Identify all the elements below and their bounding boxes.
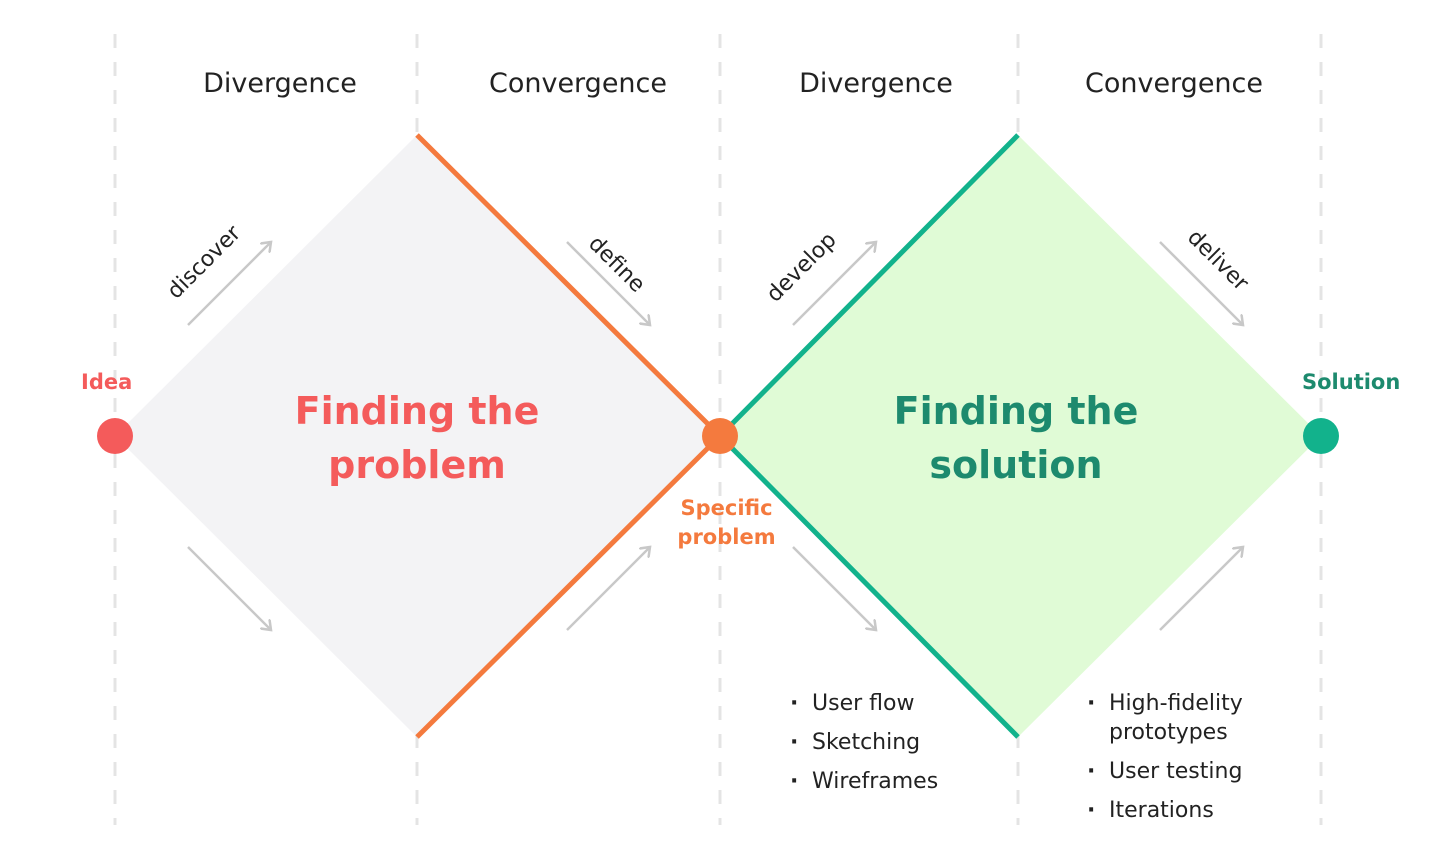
list-item: User flow	[790, 689, 1000, 718]
arrow-up-right-icon	[792, 242, 876, 326]
arrow-down-right-icon	[1159, 241, 1243, 325]
arrow-up-right-icon	[566, 547, 650, 631]
solution-title-line: Finding the	[893, 389, 1139, 433]
problem-diamond-title: Finding the problem	[247, 384, 587, 492]
problem-title-line: Finding the	[294, 389, 540, 433]
list-item: High-fidelity prototypes	[1087, 689, 1297, 747]
arrow-up-right-icon	[187, 242, 271, 326]
phase-heading: Divergence	[799, 68, 953, 99]
specific-problem-line: problem	[677, 525, 776, 549]
phase-heading: Convergence	[488, 68, 668, 99]
list-item: Wireframes	[790, 767, 1000, 796]
problem-diamond	[115, 135, 720, 737]
arrow-down-right-icon	[187, 546, 271, 630]
deliver-activities-list: High-fidelity prototypes User testing It…	[1087, 689, 1297, 835]
specific-problem-line: Specific	[680, 496, 773, 520]
list-item: User testing	[1087, 757, 1297, 786]
arrow-down-right-icon	[566, 241, 650, 325]
arrow-down-right-icon	[792, 546, 876, 630]
list-item: Iterations	[1087, 796, 1297, 825]
specific-problem-dot	[702, 418, 738, 454]
phase-heading: Convergence	[1084, 68, 1264, 99]
solution-dot	[1303, 418, 1339, 454]
develop-activities-list: User flow Sketching Wireframes	[790, 689, 1000, 806]
idea-dot	[97, 418, 133, 454]
list-item: Sketching	[790, 728, 1000, 757]
specific-problem-label: Specific problem	[664, 494, 789, 552]
problem-title-line: problem	[328, 443, 506, 487]
phase-heading: Divergence	[203, 68, 357, 99]
solution-label: Solution	[1302, 370, 1401, 394]
idea-label: Idea	[81, 370, 133, 394]
process-arrows	[187, 241, 1243, 631]
solution-diamond-title: Finding the solution	[846, 384, 1186, 492]
arrow-up-right-icon	[1159, 547, 1243, 631]
solution-title-line: solution	[929, 443, 1103, 487]
